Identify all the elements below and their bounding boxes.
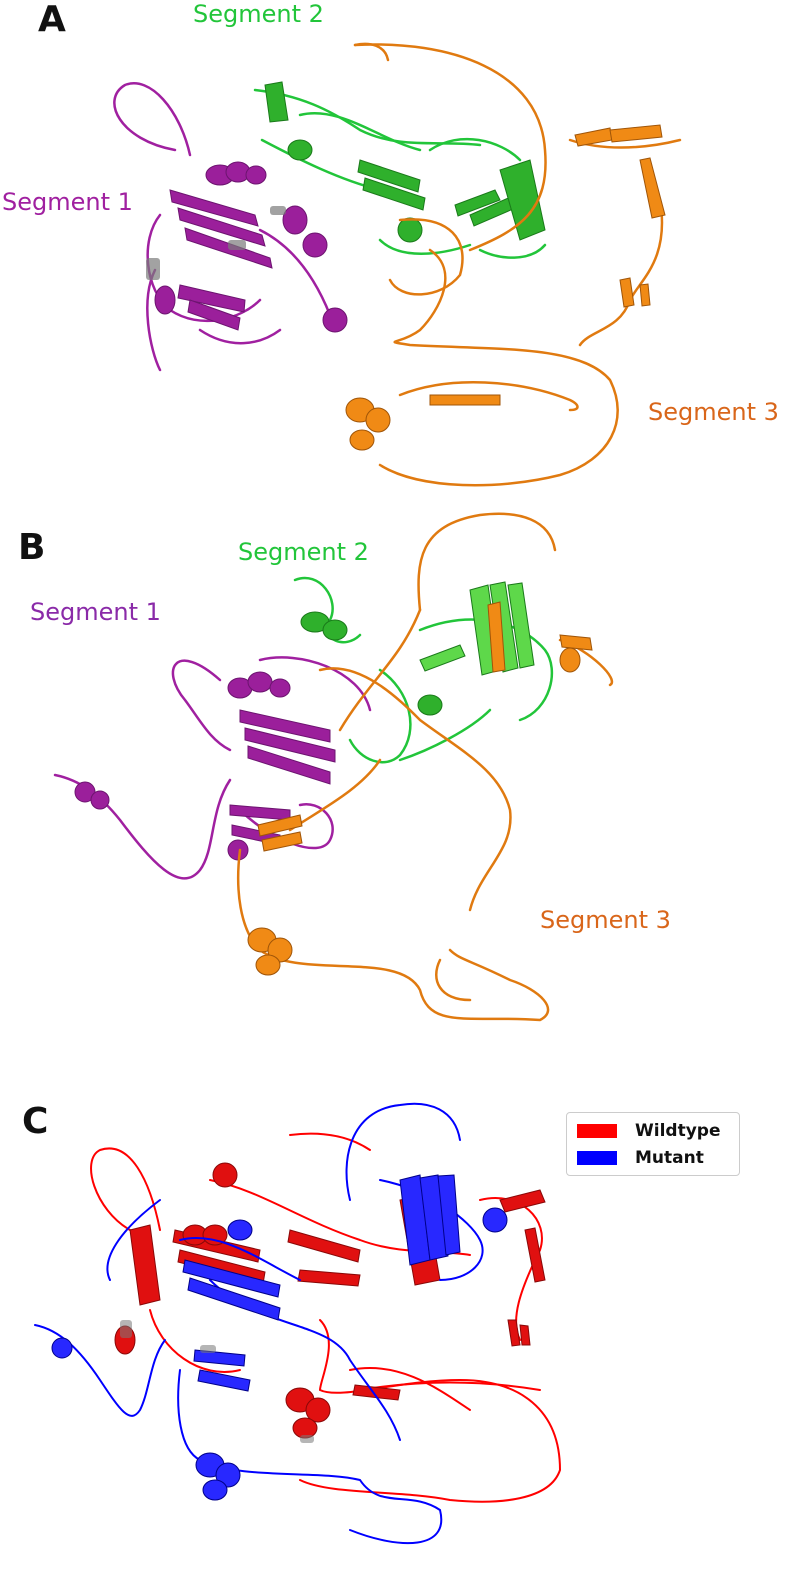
protein-structure-b bbox=[53, 512, 614, 1022]
mutant-ribbon bbox=[34, 1102, 484, 1545]
segment-2-helices bbox=[300, 611, 443, 716]
segment-3-sheets bbox=[257, 601, 593, 852]
panel-c-letter: C bbox=[22, 1101, 49, 1142]
segment-3-helices bbox=[345, 397, 391, 451]
mutant-helices bbox=[51, 1207, 508, 1501]
segment-1-shading bbox=[146, 206, 286, 280]
segment-1-helices bbox=[154, 161, 348, 333]
panel-b: B Segment 2 Segment 1 Segment 3 bbox=[0, 510, 786, 1070]
protein-structure-c bbox=[34, 1102, 562, 1545]
segment-2-sheets bbox=[264, 81, 546, 241]
segment-1-ribbon bbox=[113, 82, 332, 372]
protein-structure-a bbox=[113, 42, 682, 487]
panel-b-segment-2-label: Segment 2 bbox=[238, 538, 369, 566]
segment-2-ribbon bbox=[293, 576, 554, 764]
mutant-swatch bbox=[577, 1151, 617, 1165]
panel-c: C Wildtype Mutant bbox=[0, 1080, 786, 1573]
segment-1-ribbon bbox=[53, 656, 372, 880]
segment-1-sheets bbox=[169, 189, 273, 331]
panel-b-letter: B bbox=[18, 527, 46, 568]
legend-label-mutant: Mutant bbox=[635, 1148, 704, 1168]
segment-3-sheets bbox=[429, 124, 666, 406]
panel-a-segment-3-label: Segment 3 bbox=[648, 398, 779, 426]
segment-3-helices bbox=[247, 647, 581, 976]
segment-2-sheets bbox=[419, 581, 535, 676]
wildtype-ribbon bbox=[90, 1132, 562, 1503]
panel-a: A Segment 2 Segment 1 Segment 3 bbox=[0, 0, 786, 500]
panel-a-letter: A bbox=[38, 0, 66, 40]
structure-shading bbox=[120, 1320, 314, 1443]
panel-b-segment-3-label: Segment 3 bbox=[540, 906, 671, 934]
segment-2-helices bbox=[287, 139, 423, 243]
legend-entry-wildtype: Wildtype bbox=[577, 1120, 720, 1142]
segment-1-helices bbox=[74, 671, 291, 861]
legend-entry-mutant: Mutant bbox=[577, 1147, 704, 1169]
legend-label-wildtype: Wildtype bbox=[635, 1121, 721, 1141]
wildtype-swatch bbox=[577, 1124, 617, 1138]
segment-3-ribbon bbox=[353, 42, 682, 487]
panel-b-segment-1-label: Segment 1 bbox=[30, 598, 161, 626]
panel-a-segment-2-label: Segment 2 bbox=[193, 0, 324, 28]
legend: Wildtype Mutant bbox=[566, 1112, 740, 1176]
wildtype-helices bbox=[114, 1162, 331, 1439]
panel-a-segment-1-label: Segment 1 bbox=[2, 188, 133, 216]
mutant-sheets bbox=[182, 1174, 461, 1392]
